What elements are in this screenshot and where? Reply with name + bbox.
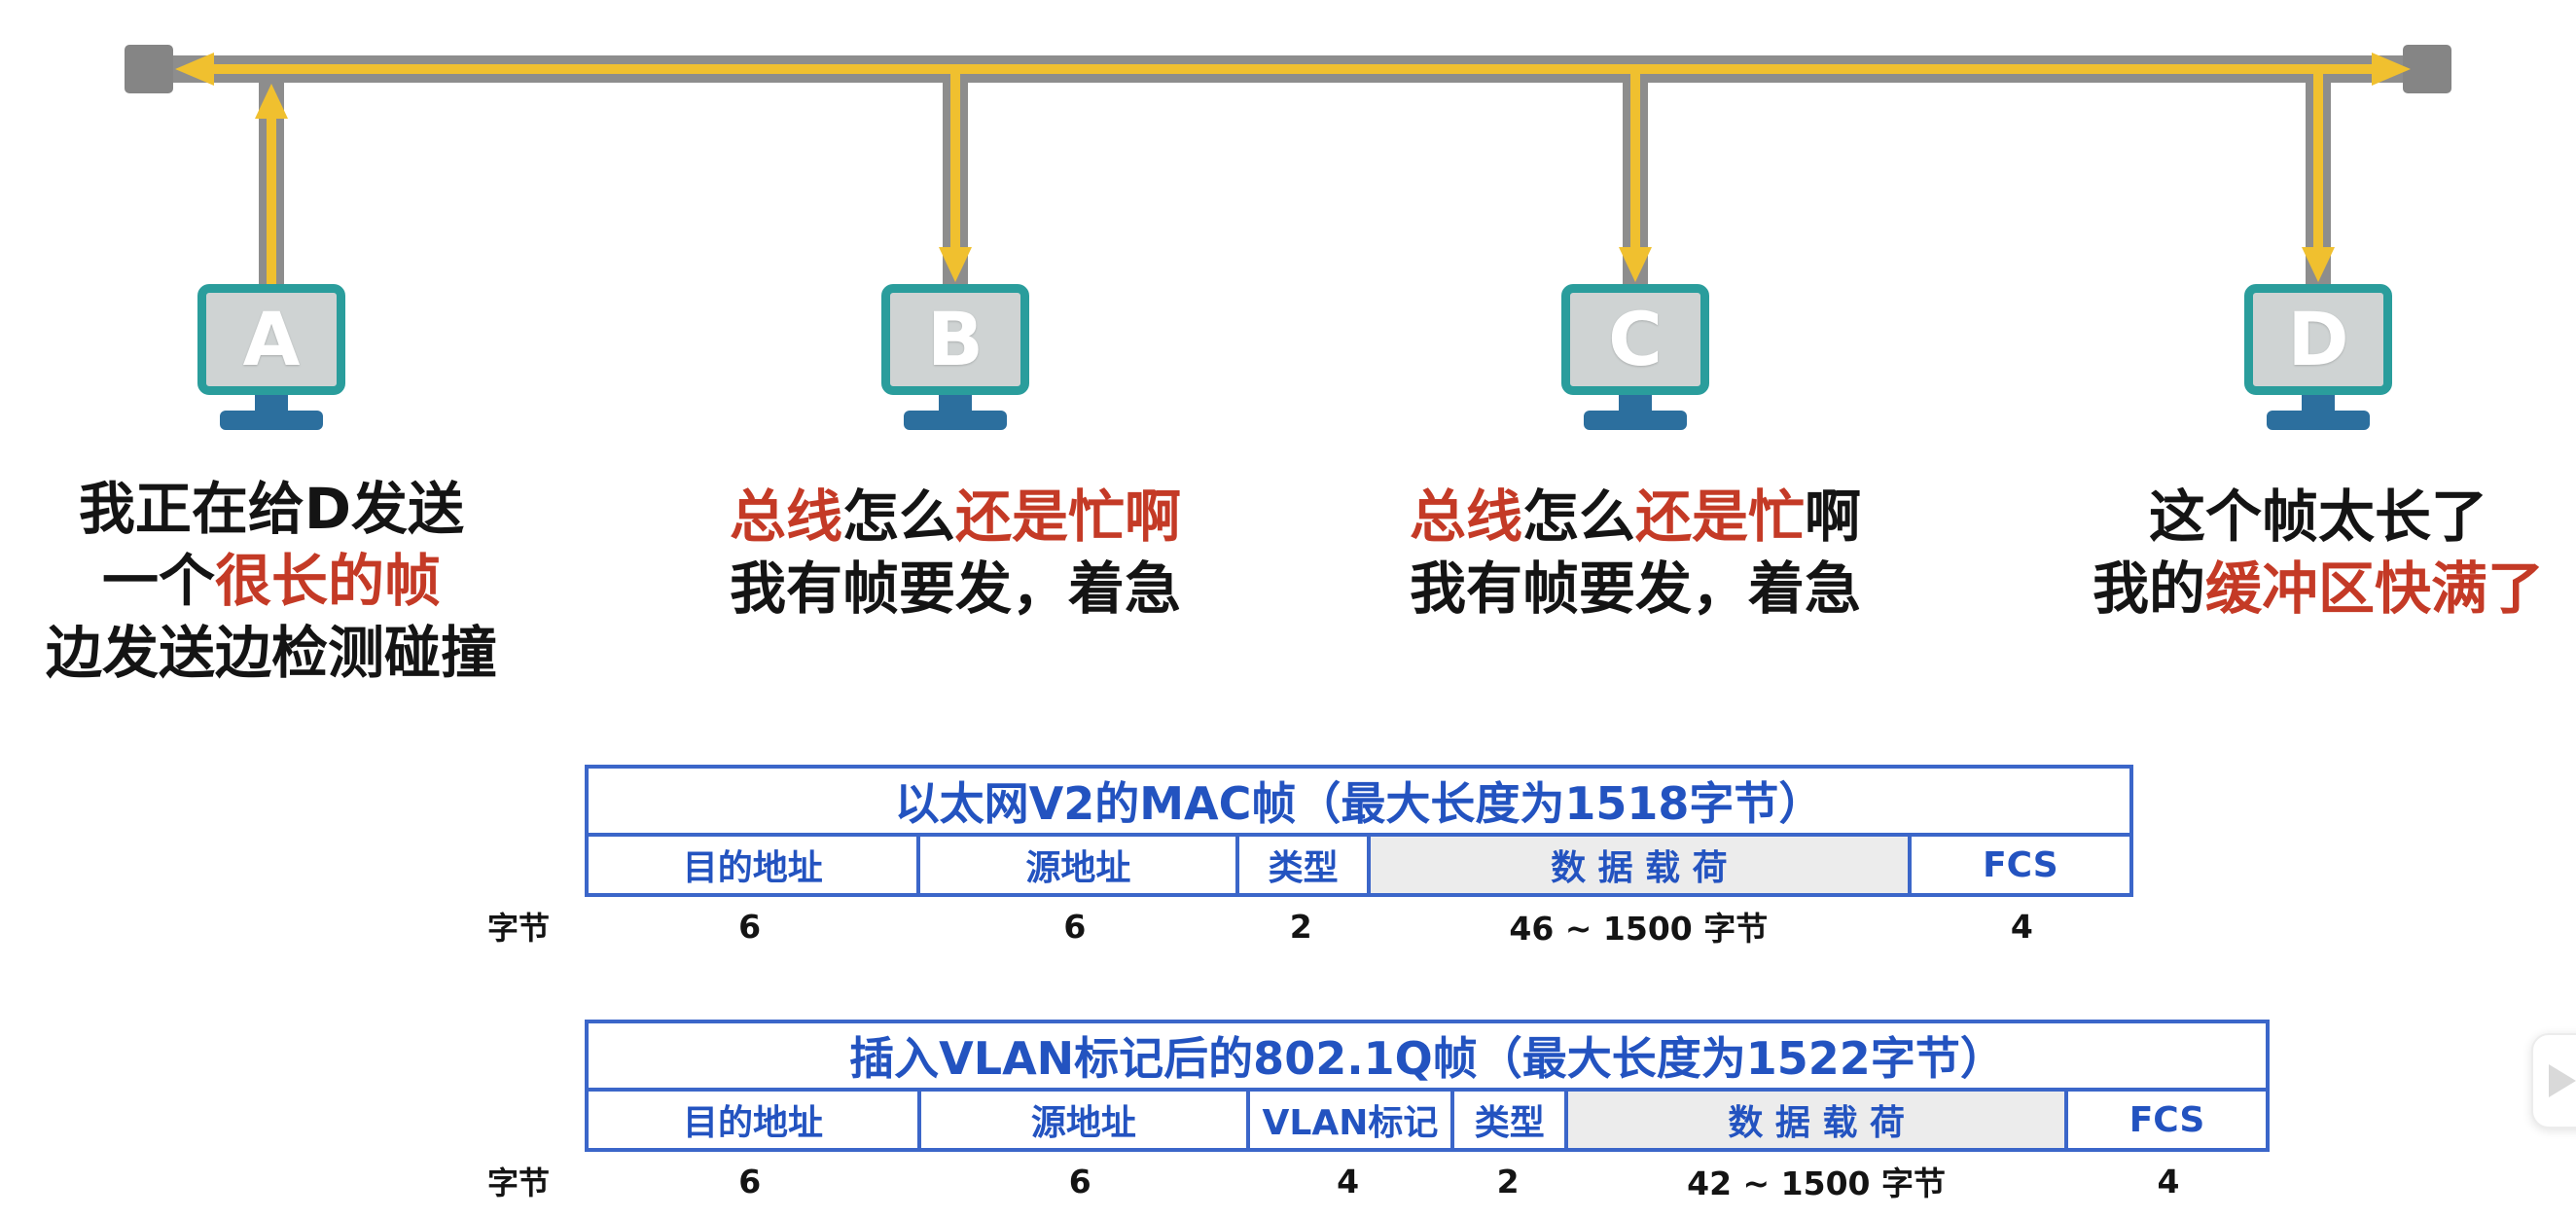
play-overlay[interactable]: [2531, 1033, 2576, 1128]
text-segment: 很长的帧: [214, 548, 442, 614]
byte-row: 字节 6 6 4 2 42 ~ 1500 字节 4: [487, 1160, 2270, 1203]
byte-unit-label: 字节: [487, 1164, 551, 1201]
caption-line: 一个很长的帧: [46, 545, 497, 617]
byte-value: 6: [1068, 1162, 1091, 1200]
byte-value: 2: [1496, 1162, 1520, 1200]
monitor-stand-base: [1584, 411, 1687, 430]
text-segment: 这个帧太长了: [2148, 484, 2487, 550]
signal-line-a: [267, 117, 276, 286]
caption-line: 我有帧要发，着急: [1410, 553, 1861, 625]
text-segment: 一个: [101, 548, 215, 614]
caption-line: 我的缓冲区快满了: [2093, 553, 2544, 625]
column-header-cell: 目的地址: [682, 848, 823, 888]
caption-line: 边发送边检测碰撞: [46, 617, 497, 689]
caption-line: 我正在给D发送: [46, 473, 497, 545]
byte-value: 4: [2010, 907, 2033, 946]
byte-value: 4: [1337, 1162, 1360, 1200]
table-header-row: 目的地址 源地址 VLAN标记 类型 数 据 载 荷 FCS: [589, 1092, 2266, 1148]
table-title: 插入VLAN标记后的802.1Q帧（最大长度为1522字节）: [589, 1023, 2266, 1092]
byte-value: 46 ~ 1500 字节: [1509, 910, 1769, 948]
computer-d: D: [2244, 284, 2392, 395]
monitor-stand-neck: [939, 395, 972, 411]
text-segment: 我的: [2092, 555, 2205, 622]
column-header-cell: 类型: [1450, 1092, 1564, 1148]
computer-a: A: [197, 284, 345, 395]
column-header-cell: VLAN标记: [1245, 1092, 1450, 1148]
computer-c: C: [1561, 284, 1709, 395]
bus-terminator-left: [125, 45, 173, 93]
byte-row: 字节 6 6 2 46 ~ 1500 字节 4: [487, 905, 2133, 949]
mac-frame-table-box: 以太网V2的MAC帧（最大长度为1518字节） 目的地址 源地址 类型 数 据 …: [585, 765, 2133, 897]
computer-a-label: A: [242, 296, 301, 382]
table-title: 以太网V2的MAC帧（最大长度为1518字节）: [589, 769, 2129, 837]
column-header-cell: 目的地址: [682, 1103, 823, 1143]
bus-signal-line: [210, 64, 2376, 74]
column-header-cell: 类型: [1235, 837, 1367, 893]
text-segment: 总线: [1409, 484, 1522, 550]
byte-unit-label: 字节: [487, 910, 551, 947]
monitor-stand-base: [904, 411, 1007, 430]
signal-line-d: [2313, 74, 2323, 249]
text-segment: 还是忙: [1635, 484, 1806, 550]
monitor-stand-base: [220, 411, 323, 430]
monitor-stand-neck: [255, 395, 288, 411]
text-segment: 啊: [1805, 484, 1862, 550]
column-header-cell: 数 据 载 荷: [1366, 837, 1908, 893]
monitor-stand-base: [2267, 411, 2370, 430]
up-arrow-icon: [255, 84, 288, 119]
monitor-stand-neck: [2302, 395, 2335, 411]
column-header-cell: 数 据 载 荷: [1564, 1092, 2065, 1148]
computer-b-label: B: [927, 296, 984, 382]
caption-line: 总线怎么还是忙啊: [1410, 481, 1861, 553]
text-segment: 我有帧要发，着急: [1409, 555, 1861, 622]
column-header-cell: 源地址: [916, 1092, 1246, 1148]
byte-value: 42 ~ 1500 字节: [1687, 1164, 1946, 1202]
down-arrow-icon: [939, 247, 972, 282]
caption-line: 我有帧要发，着急: [730, 553, 1181, 625]
text-segment: 边发送边检测碰撞: [45, 620, 498, 686]
caption-line: 总线怎么还是忙啊: [730, 481, 1181, 553]
text-segment: 总线: [729, 484, 842, 550]
text-segment: 还是忙啊: [955, 484, 1182, 550]
column-header-cell: FCS: [2064, 1092, 2266, 1148]
down-arrow-icon: [2302, 247, 2335, 282]
caption-b: 总线怎么还是忙啊 我有帧要发，着急: [730, 481, 1181, 625]
byte-value: 6: [738, 907, 762, 946]
column-header-cell: 源地址: [916, 837, 1235, 893]
mac-frame-table: 以太网V2的MAC帧（最大长度为1518字节） 目的地址 源地址 类型 数 据 …: [487, 765, 2133, 949]
computer-c-label: C: [1608, 296, 1663, 382]
table-header-row: 目的地址 源地址 类型 数 据 载 荷 FCS: [589, 837, 2129, 893]
text-segment: 怎么: [1521, 484, 1635, 550]
byte-value: 6: [1063, 907, 1087, 946]
text-segment: 我有帧要发，着急: [729, 555, 1182, 622]
text-segment: 我正在给D发送: [78, 476, 465, 542]
text-segment: 缓冲区快满了: [2205, 555, 2545, 622]
vlan-frame-table: 插入VLAN标记后的802.1Q帧（最大长度为1522字节） 目的地址 源地址 …: [487, 1020, 2270, 1203]
text-segment: 怎么: [841, 484, 956, 550]
monitor-stand-neck: [1619, 395, 1652, 411]
signal-line-c: [1630, 74, 1640, 249]
caption-c: 总线怎么还是忙啊 我有帧要发，着急: [1410, 481, 1861, 625]
computer-d-label: D: [2287, 296, 2349, 382]
bus-arrowhead-left-icon: [175, 53, 214, 86]
vlan-frame-table-box: 插入VLAN标记后的802.1Q帧（最大长度为1522字节） 目的地址 源地址 …: [585, 1020, 2270, 1152]
computer-b: B: [881, 284, 1029, 395]
caption-a: 我正在给D发送 一个很长的帧 边发送边检测碰撞: [46, 473, 497, 689]
byte-value: 4: [2157, 1162, 2180, 1200]
signal-line-b: [950, 74, 960, 249]
down-arrow-icon: [1619, 247, 1652, 282]
byte-value: 6: [738, 1162, 762, 1200]
column-header-cell: FCS: [1907, 837, 2129, 893]
caption-d: 这个帧太长了 我的缓冲区快满了: [2093, 481, 2544, 625]
play-icon: [2549, 1064, 2576, 1097]
byte-value: 2: [1289, 907, 1312, 946]
bus-terminator-right: [2403, 45, 2451, 93]
caption-line: 这个帧太长了: [2093, 481, 2544, 553]
bus-arrowhead-right-icon: [2372, 53, 2411, 86]
